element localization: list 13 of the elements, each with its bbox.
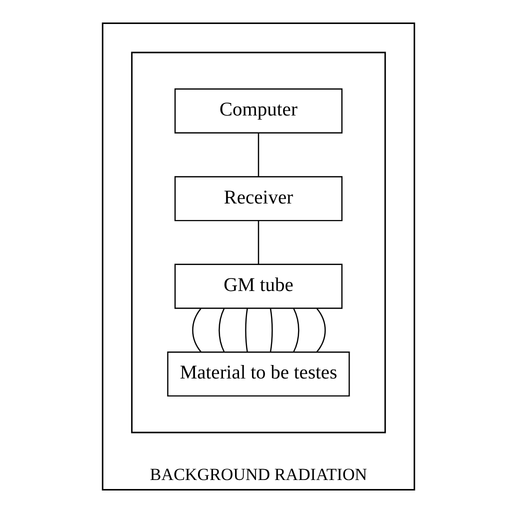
connector [292, 308, 299, 352]
connector [192, 308, 202, 352]
node-box: Computer [174, 88, 342, 134]
node-box: Material to be testes [166, 352, 350, 397]
connector [316, 308, 326, 352]
connector [269, 308, 272, 352]
connector [244, 308, 248, 352]
cluster [130, 52, 386, 434]
node-box: GM tube [174, 264, 342, 309]
node-box: Receiver [174, 176, 342, 222]
connector [218, 308, 224, 352]
connector [257, 133, 259, 177]
connector [257, 220, 259, 264]
